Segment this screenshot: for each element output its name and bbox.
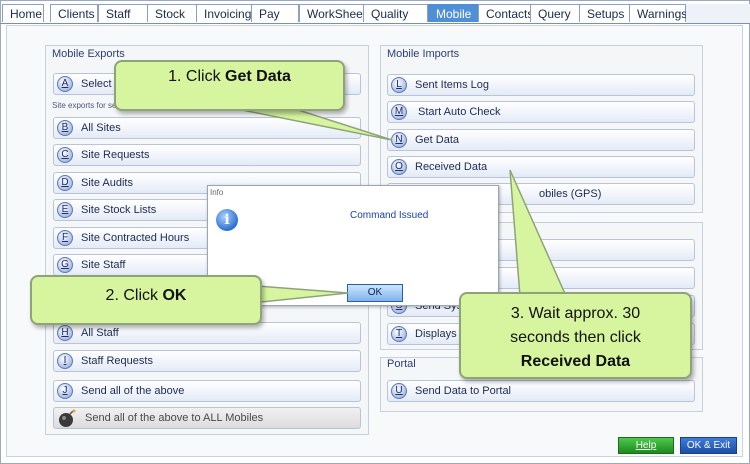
- tab-label: Mobile: [436, 7, 472, 21]
- tab-bar: Home Clients Staff Stock Invoicing Pay W…: [0, 4, 750, 39]
- button-label: All Sites: [81, 122, 121, 134]
- key-badge: U: [391, 383, 407, 399]
- tab-clients[interactable]: Clients: [50, 4, 98, 22]
- callout-1-pointer: [231, 107, 393, 141]
- button-label: Site Requests: [81, 149, 150, 161]
- key-badge: J: [57, 383, 73, 399]
- tab-pay[interactable]: Pay: [251, 4, 299, 22]
- dialog-message: Command Issued: [350, 210, 429, 221]
- tab-invoicing[interactable]: Invoicing: [196, 4, 252, 22]
- callout-ok: 2. Click OK: [30, 275, 262, 325]
- button-label: Received Data: [415, 161, 488, 173]
- bomb-icon: [57, 409, 77, 431]
- tab-label: Warnings: [637, 7, 688, 21]
- key-badge: H: [57, 325, 73, 341]
- tab-label: Home: [10, 7, 43, 21]
- all-sites-button[interactable]: B All Sites: [53, 117, 361, 139]
- button-label: Send all of the above: [81, 385, 185, 397]
- key-badge: C: [57, 147, 73, 163]
- callout-text: 2. Click: [105, 287, 163, 304]
- button-label: All Staff: [81, 327, 119, 339]
- button-label: Send Data to Portal: [415, 385, 512, 397]
- tab-query[interactable]: Query: [530, 4, 580, 22]
- callout-line: 3. Wait approx. 30: [510, 305, 641, 322]
- callout-line: seconds then click: [510, 329, 641, 346]
- callout-3-pointer: [509, 169, 568, 297]
- button-label: Site Staff: [81, 259, 126, 271]
- key-badge: M: [391, 104, 407, 120]
- tab-label: WorkSheet: [307, 7, 367, 21]
- sent-items-log-button[interactable]: L Sent Items Log: [387, 74, 695, 96]
- tab-setups[interactable]: Setups: [579, 4, 630, 22]
- callout-text: 1. Click: [168, 68, 226, 85]
- tab-label: Setups: [587, 7, 625, 21]
- button-label: Get Data: [415, 134, 460, 146]
- get-data-button[interactable]: N Get Data: [387, 129, 695, 151]
- dialog-title: Info: [210, 188, 224, 197]
- site-exports-note: Site exports for se: [52, 101, 117, 110]
- button-label: Displays C: [415, 328, 468, 340]
- tab-label: Staff: [106, 7, 131, 21]
- tab-label: Stock: [155, 7, 186, 21]
- callout-bold: OK: [162, 287, 187, 304]
- key-badge: E: [57, 202, 73, 218]
- key-badge: I: [57, 353, 73, 369]
- key-badge: T: [391, 326, 407, 342]
- help-button[interactable]: Help: [618, 437, 674, 454]
- tab-label: Query: [538, 7, 571, 21]
- tab-home[interactable]: Home: [2, 4, 44, 22]
- key-badge: B: [57, 120, 73, 136]
- ok-exit-button[interactable]: OK & Exit: [680, 437, 737, 454]
- key-badge: G: [57, 257, 73, 273]
- button-label: obiles (GPS): [539, 188, 602, 200]
- callout-bold: Received Data: [520, 353, 631, 370]
- tab-bar-fill: [686, 4, 750, 23]
- send-data-to-portal-button[interactable]: U Send Data to Portal: [387, 380, 695, 402]
- site-requests-button[interactable]: C Site Requests: [53, 144, 361, 166]
- key-badge: A: [57, 76, 73, 92]
- mobile-exports-title: Mobile Exports: [52, 48, 125, 60]
- received-data-button[interactable]: O Received Data: [387, 156, 695, 178]
- tab-label: Pay: [259, 7, 280, 21]
- start-auto-check-button[interactable]: M Start Auto Check: [387, 101, 695, 123]
- tab-worksheet[interactable]: WorkSheet: [299, 4, 367, 22]
- key-badge: D: [57, 175, 73, 191]
- tab-contacts[interactable]: Contacts: [478, 4, 534, 22]
- callout-received-data: 3. Wait approx. 30 seconds then click Re…: [459, 292, 692, 379]
- send-all-to-all-mobiles-button[interactable]: Send all of the above to ALL Mobiles: [53, 407, 361, 429]
- info-icon: i: [216, 209, 238, 231]
- portal-title: Portal: [387, 358, 416, 370]
- button-label: Send all of the above to ALL Mobiles: [85, 412, 264, 424]
- button-label: Staff Requests: [81, 355, 153, 367]
- mobile-imports-title: Mobile Imports: [387, 48, 460, 60]
- tab-stock[interactable]: Stock: [147, 4, 197, 22]
- button-label: Sent Items Log: [415, 79, 489, 91]
- button-label: Start Auto Check: [418, 106, 501, 118]
- tab-label: Clients: [58, 7, 95, 21]
- button-label: Site Contracted Hours: [81, 232, 190, 244]
- callout-bold: Get Data: [225, 68, 291, 85]
- key-badge: L: [391, 77, 407, 93]
- callout-get-data: 1. Click Get Data: [114, 60, 345, 111]
- staff-requests-button[interactable]: I Staff Requests: [53, 350, 361, 372]
- button-label: Select: [81, 78, 112, 90]
- tab-label: Contacts: [486, 7, 534, 21]
- tab-mobile[interactable]: Mobile: [428, 4, 478, 22]
- send-all-button[interactable]: J Send all of the above: [53, 380, 361, 402]
- tab-label: Invoicing: [204, 7, 252, 21]
- button-label: Site Audits: [81, 177, 133, 189]
- button-label: Site Stock Lists: [81, 204, 157, 216]
- key-badge: F: [57, 230, 73, 246]
- tab-warnings[interactable]: Warnings: [629, 4, 688, 22]
- key-badge: O: [391, 159, 407, 175]
